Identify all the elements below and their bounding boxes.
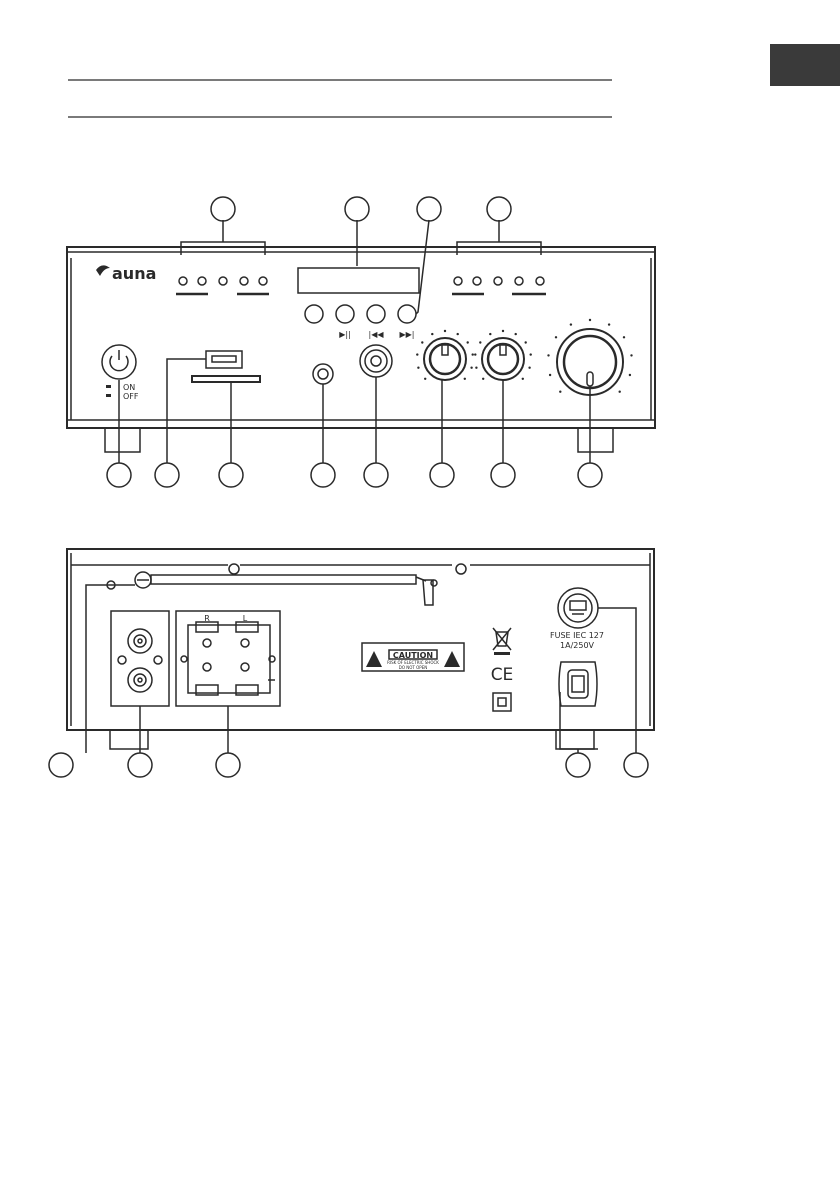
knob-scale-dot <box>479 341 481 343</box>
callout-bubble <box>364 463 388 487</box>
power-on-label: ON <box>123 383 135 392</box>
power-inlet[interactable] <box>559 662 597 706</box>
speaker-left-label: L <box>243 614 248 623</box>
sd-card-slot[interactable] <box>192 376 260 382</box>
callout-bubble <box>430 463 454 487</box>
next-button[interactable] <box>398 305 416 323</box>
callout-bubble <box>219 463 243 487</box>
knob-scale-dot <box>424 378 426 380</box>
previous-label: |◀◀ <box>369 330 385 339</box>
callout-bubble <box>487 197 511 221</box>
knob-scale-dot <box>608 323 610 325</box>
brand-logo-text: auna <box>112 264 156 283</box>
front-callouts <box>107 197 602 487</box>
callout-bubble <box>216 753 240 777</box>
knob-scale-dot <box>570 323 572 325</box>
knob-scale-dot <box>421 341 423 343</box>
fuse-holder[interactable] <box>558 588 598 628</box>
knob-scale-dot <box>464 378 466 380</box>
previous-button[interactable] <box>367 305 385 323</box>
fm-antenna[interactable] <box>135 572 437 605</box>
knob-scale-dot <box>623 336 625 338</box>
knob-scale-dot <box>522 378 524 380</box>
knob-scale-dot <box>472 353 474 355</box>
play-pause-label: ▶|| <box>339 330 351 339</box>
aux-input-jack[interactable] <box>313 364 333 384</box>
knob-scale-dot <box>525 341 527 343</box>
knob-scale-dot <box>431 333 433 335</box>
callout-bubble <box>566 753 590 777</box>
preset-buttons-right[interactable] <box>452 277 546 294</box>
knob-scale-dot <box>467 341 469 343</box>
knob-scale-dot <box>528 367 530 369</box>
knob-scale-dot <box>549 374 551 376</box>
caution-title: CAUTION <box>393 651 433 660</box>
play-pause-button[interactable] <box>336 305 354 323</box>
knob-scale-dot <box>630 354 632 356</box>
tone-knob-1[interactable] <box>424 338 466 380</box>
knob-scale-dot <box>489 333 491 335</box>
callout-bubble <box>578 463 602 487</box>
knob-scale-dot <box>629 374 631 376</box>
callout-bubble <box>345 197 369 221</box>
rca-inputs[interactable] <box>111 611 169 706</box>
callout-bubble <box>624 753 648 777</box>
volume-knob[interactable] <box>557 329 623 395</box>
knob-scale-dot <box>482 378 484 380</box>
knob-scale-dot <box>559 391 561 393</box>
power-button[interactable] <box>102 345 136 379</box>
double-insulation-icon <box>493 693 511 711</box>
tone-knob-2[interactable] <box>482 338 524 380</box>
knob-scale-dot <box>547 354 549 356</box>
usb-port[interactable] <box>206 351 242 368</box>
knob-scale-dot <box>474 353 476 355</box>
callout-bubble <box>491 463 515 487</box>
callout-bubble <box>155 463 179 487</box>
front-panel: auna ▶|| |◀◀ ▶▶| ON <box>67 247 655 452</box>
knob-scale-dot <box>416 353 418 355</box>
knob-scale-dot <box>515 333 517 335</box>
callout-bubble <box>311 463 335 487</box>
knob-scale-dot <box>417 367 419 369</box>
speaker-right-label: R <box>204 614 210 623</box>
knob-scale-dot <box>475 367 477 369</box>
preset-buttons-left[interactable] <box>176 277 269 294</box>
callout-bubble <box>107 463 131 487</box>
rear-panel: R L CAUTION RISK OF ELECTRIC SHOCK DO NO… <box>67 549 654 749</box>
callout-bubble <box>128 753 152 777</box>
ce-mark: CE <box>491 665 514 685</box>
knob-scale-dot <box>444 330 446 332</box>
auna-logo-icon <box>96 265 110 276</box>
knob-scale-dot <box>457 333 459 335</box>
fuse-label-2: 1A/250V <box>560 641 595 650</box>
callout-bubble <box>49 753 73 777</box>
speaker-terminals[interactable] <box>176 611 280 706</box>
lcd-display <box>298 268 419 293</box>
knob-scale-dot <box>555 336 557 338</box>
knob-scale-dot <box>470 367 472 369</box>
callout-bubble <box>417 197 441 221</box>
weee-bin-icon <box>493 628 511 655</box>
knob-scale-dot <box>502 330 504 332</box>
knob-scale-dot <box>619 391 621 393</box>
callout-bubble <box>211 197 235 221</box>
next-label: ▶▶| <box>400 330 415 339</box>
transport-button-1[interactable] <box>305 305 323 323</box>
knob-scale-dot <box>589 319 591 321</box>
caution-subtitle-2: DO NOT OPEN <box>399 665 427 670</box>
headphone-jack[interactable] <box>360 345 392 377</box>
knob-scale-dot <box>530 353 532 355</box>
fuse-label-1: FUSE IEC 127 <box>550 631 604 640</box>
power-off-label: OFF <box>123 392 139 401</box>
